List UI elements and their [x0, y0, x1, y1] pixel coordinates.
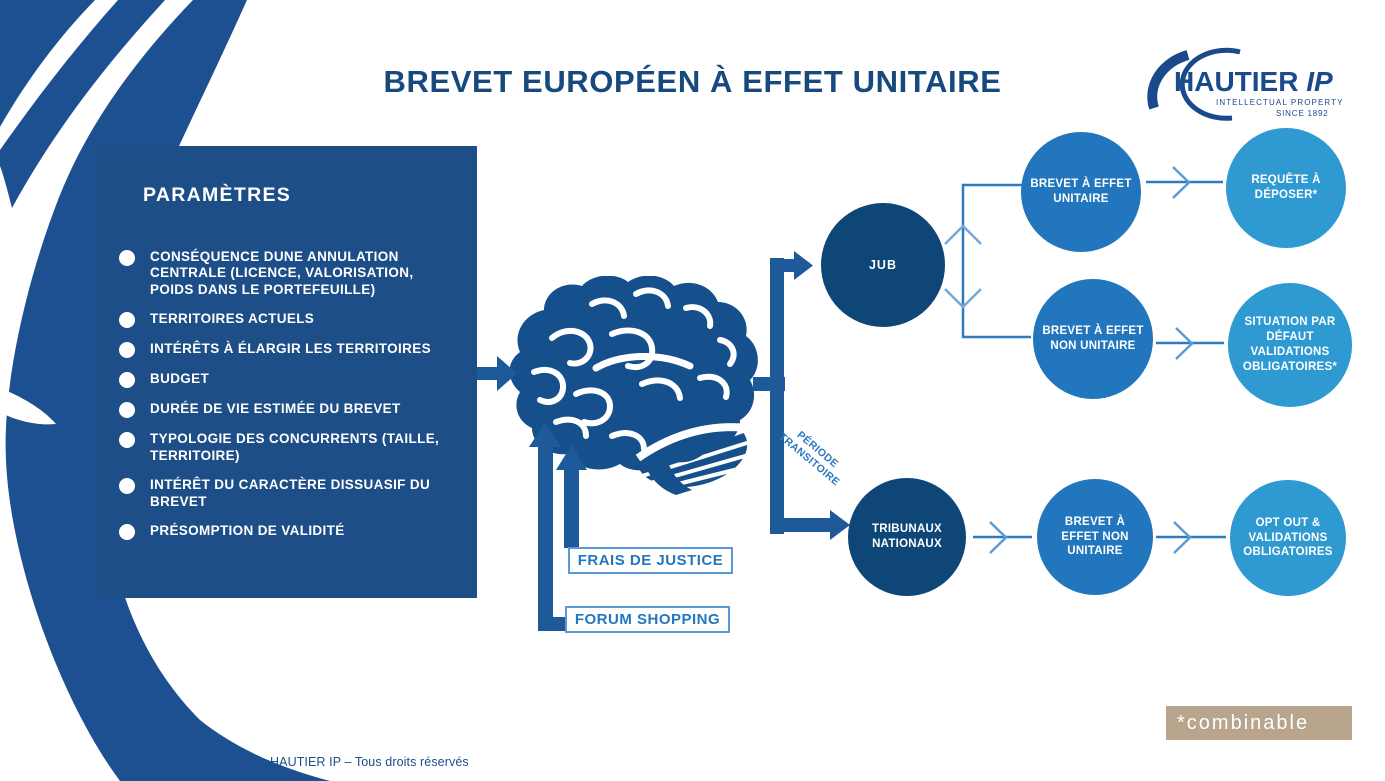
list-item: PRÉSOMPTION DE VALIDITÉ: [119, 523, 459, 541]
logo-swoosh-icon: HAUTIER IP INTELLECTUAL PROPERTY SINCE 1…: [1147, 47, 1344, 121]
list-item: TYPOLOGIE DES CONCURRENTS (TAILLE, TERRI…: [119, 431, 459, 464]
parameters-heading: PARAMÈTRES: [143, 184, 292, 206]
forum-shopping-box: FORUM SHOPPING: [565, 606, 730, 633]
bullet-icon: [119, 342, 135, 359]
hautier-ip-logo: HAUTIER IP INTELLECTUAL PROPERTY SINCE 1…: [1128, 42, 1358, 128]
bullet-icon: [119, 524, 135, 541]
thin-flow-arrows: [973, 166, 1226, 554]
node-tribunaux-nationaux: TRIBUNAUX NATIONAUX: [848, 478, 966, 596]
parameters-list: CONSÉQUENCE DUNE ANNULATION CENTRALE (LI…: [119, 249, 459, 541]
frais-de-justice-box: FRAIS DE JUSTICE: [568, 547, 733, 574]
combinable-badge: *combinable: [1166, 706, 1352, 740]
list-item: TERRITOIRES ACTUELS: [119, 311, 459, 329]
node-brevet-effet-non-unitaire-2: BREVET À EFFET NON UNITAIRE: [1037, 479, 1153, 595]
node-jub: JUB: [821, 203, 945, 327]
node-brevet-effet-non-unitaire: BREVET À EFFET NON UNITAIRE: [1033, 279, 1153, 399]
node-opt-out-validations: OPT OUT & VALIDATIONS OBLIGATOIRES: [1230, 480, 1346, 596]
list-item: BUDGET: [119, 371, 459, 389]
node-situation-par-defaut: SITUATION PAR DÉFAUT VALIDATIONS OBLIGAT…: [1228, 283, 1352, 407]
footer-copyright: HAUTIER IP – Tous droits réservés: [270, 755, 469, 769]
bullet-icon: [119, 478, 135, 495]
logo-name: HAUTIER IP: [1174, 66, 1333, 97]
thick-arrow-brain-to-branches: [753, 251, 850, 540]
list-item: INTÉRÊTS À ÉLARGIR LES TERRITOIRES: [119, 341, 459, 359]
page-title: BREVET EUROPÉEN À EFFET UNITAIRE: [383, 64, 1002, 99]
node-requete-a-deposer: REQUÊTE À DÉPOSER*: [1226, 128, 1346, 248]
bullet-icon: [119, 432, 135, 449]
list-item: INTÉRÊT DU CARACTÈRE DISSUASIF DU BREVET: [119, 477, 459, 510]
list-item: DURÉE DE VIE ESTIMÉE DU BREVET: [119, 401, 459, 419]
list-item: CONSÉQUENCE DUNE ANNULATION CENTRALE (LI…: [119, 249, 459, 298]
thick-arrow-forum-to-brain: [529, 422, 568, 631]
logo-since: SINCE 1892: [1276, 109, 1328, 118]
parameters-panel: PARAMÈTRES CONSÉQUENCE DUNE ANNULATION C…: [95, 146, 477, 598]
bullet-icon: [119, 312, 135, 329]
thick-arrow-panel-to-brain: [477, 356, 517, 391]
node-brevet-effet-unitaire: BREVET À EFFET UNITAIRE: [1021, 132, 1141, 252]
brain-icon: [509, 276, 758, 495]
bullet-icon: [119, 250, 135, 266]
bullet-icon: [119, 402, 135, 419]
thick-arrow-frais-to-brain: [556, 445, 587, 548]
bullet-icon: [119, 372, 135, 389]
logo-tagline: INTELLECTUAL PROPERTY: [1216, 98, 1344, 107]
jub-branch-bracket: [944, 183, 1031, 339]
